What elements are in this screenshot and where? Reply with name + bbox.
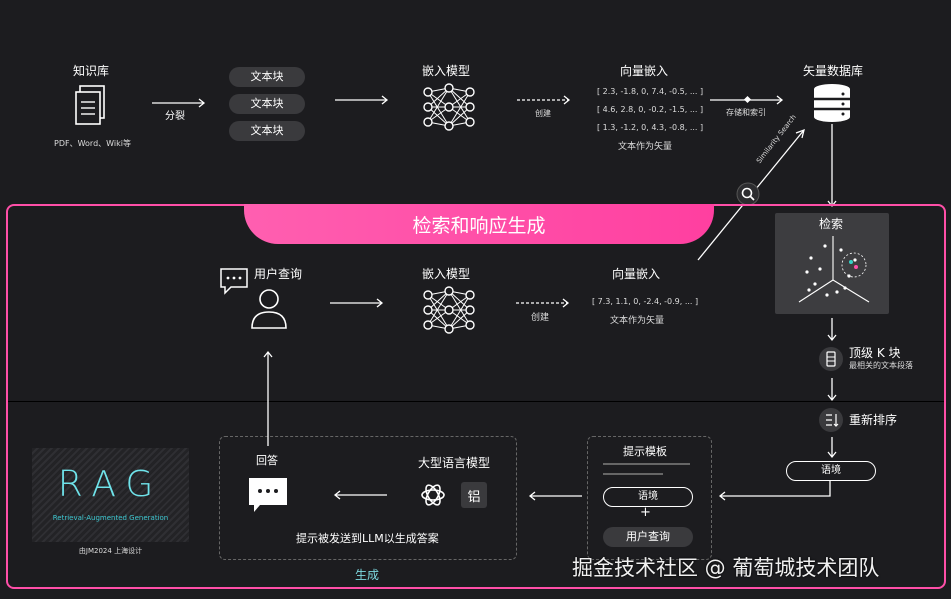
search-icon (736, 182, 760, 206)
arrow-context-to-prompt (718, 480, 831, 501)
template-line-2 (603, 473, 663, 475)
vector-embed-label-mid: 向量嵌入 (612, 267, 661, 281)
vector-db-label: 矢量数据库 (803, 64, 864, 78)
arrow-rerank-to-context (827, 437, 837, 459)
rag-logo-text: RAG (57, 464, 164, 505)
template-line-1 (603, 463, 690, 465)
document-icon (75, 85, 105, 125)
prompt-template-label: 提示模板 (623, 445, 667, 458)
plus-sign: + (640, 505, 651, 520)
llm-glyph-badge (461, 482, 487, 508)
rag-logo-card (32, 448, 189, 542)
arrow-answer-to-user (263, 350, 273, 446)
knowledge-base-label: 知识库 (73, 64, 110, 78)
arrow-split (152, 98, 206, 108)
retrieve-label: 检索 (819, 217, 844, 231)
rerank-icon (819, 408, 843, 432)
create-label-top: 创建 (535, 109, 551, 118)
answer-label: 回答 (256, 454, 278, 467)
chunk-pill-1: 文本块 (229, 67, 305, 87)
database-icon (814, 84, 850, 122)
answer-chat-icon (249, 478, 287, 512)
vector-row-1: [ 2.3, -1.8, 0, 7.4, -0.5, ... ] (597, 87, 704, 96)
section-title-tab (244, 204, 714, 244)
neural-network-icon (423, 83, 475, 131)
text-as-vector-top: 文本作为矢量 (618, 142, 673, 152)
kb-formats-label: PDF、Word、Wiki等 (54, 139, 131, 148)
prompt-context-pill: 语境 (603, 487, 693, 507)
split-label: 分裂 (165, 111, 185, 122)
send-to-llm-label: 提示被发送到LLM以生成答案 (296, 532, 439, 545)
user-query-label: 用户查询 (254, 267, 303, 281)
rag-logo-sub: Retrieval-Augmented Generation (52, 514, 169, 522)
arrow-create-top (517, 95, 571, 105)
arrow-store-index (710, 95, 784, 105)
neural-network-icon-mid (423, 286, 475, 334)
prompt-template-box (587, 436, 712, 560)
vector-row-3: [ 1.3, -1.2, 0, 4.3, -0.8, ... ] (597, 123, 704, 132)
arrow-retrieve-to-topk (827, 318, 837, 342)
topk-label: 顶级 K 块 (849, 346, 901, 360)
arrow-db-to-retrieve (827, 124, 837, 208)
chunk-pill-3: 文本块 (229, 121, 305, 141)
llm-label: 大型语言模型 (418, 456, 491, 470)
rerank-label: 重新排序 (849, 413, 898, 427)
vector-row-2: [ 4.6, 2.8, 0, -0.2, -1.5, ... ] (597, 105, 704, 114)
user-icon (251, 289, 287, 329)
context-pill: 语境 (786, 461, 876, 481)
generate-box (219, 436, 517, 560)
watermark: 掘金技术社区 @ 葡萄城技术团队 (572, 556, 880, 580)
topk-sub-label: 最相关的文本段落 (849, 361, 913, 370)
store-index-label: 存储和索引 (726, 108, 766, 117)
chat-bubble-icon (220, 268, 248, 295)
text-as-vector-mid: 文本作为矢量 (610, 316, 665, 326)
arrow-query-to-embed (330, 298, 384, 308)
query-vector: [ 7.3, 1.1, 0, -2.4, -0.9, ... ] (592, 297, 699, 306)
arrow-llm-to-answer (333, 490, 387, 500)
bottom-divider (8, 401, 944, 402)
rag-credit: 由JM2024 上海设计 (78, 547, 143, 555)
embed-model-label-mid: 嵌入模型 (422, 267, 471, 281)
openai-icon (421, 484, 445, 506)
top-panel (0, 10, 951, 205)
arrow-to-embed (335, 95, 389, 105)
create-label-mid: 创建 (531, 313, 550, 323)
arrow-create-mid (516, 298, 570, 308)
retrieve-panel (775, 213, 889, 314)
section-title: 检索和响应生成 (412, 215, 546, 237)
generate-label: 生成 (355, 568, 380, 582)
chunks-icon (819, 347, 843, 371)
arrow-topk-to-rerank (827, 378, 837, 402)
vector-space-icon (798, 236, 870, 303)
arrow-prompt-to-llm (528, 491, 582, 501)
prompt-query-pill: 用户查询 (603, 527, 693, 547)
chunk-pill-2: 文本块 (229, 94, 305, 114)
embed-model-label-top: 嵌入模型 (422, 64, 471, 78)
vector-embed-label-top: 向量嵌入 (620, 64, 669, 78)
llm-glyph: 铝 (467, 490, 481, 505)
